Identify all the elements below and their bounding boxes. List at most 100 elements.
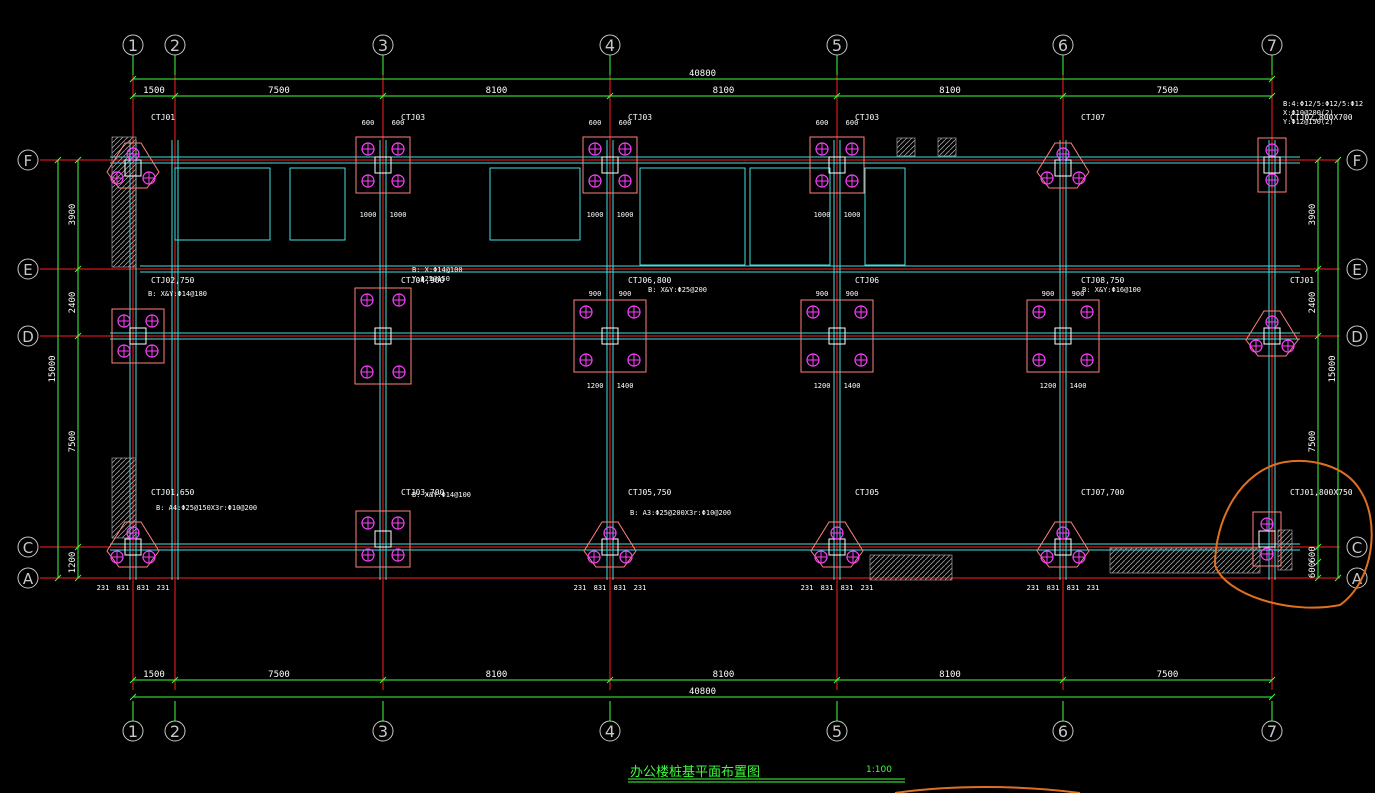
markup-stroke — [894, 786, 1081, 793]
cap-label: CTJ07 — [1081, 113, 1105, 122]
cap-dim-text: 900 — [589, 290, 602, 298]
cap-label: CTJ03,700 — [401, 488, 445, 497]
top-bay-dim-label: 8100 — [713, 86, 735, 96]
right-depth-dim-tick — [1314, 265, 1322, 273]
pile-cap — [800, 299, 874, 373]
cap-dim-text: 831 — [614, 584, 627, 592]
left-depth-dim-tick — [74, 332, 82, 340]
cap-dim-text: 1400 — [1070, 382, 1087, 390]
column-section — [601, 156, 619, 174]
axis-label-5: 5 — [832, 722, 842, 741]
cap-dim-text: 900 — [816, 290, 829, 298]
top-bay-dim-tick — [129, 92, 137, 100]
pile-cap-triangular — [1036, 142, 1090, 189]
right-depth-dim-tick — [1314, 156, 1322, 164]
right-depth-dim-tick — [1314, 558, 1322, 566]
axis-label-7: 7 — [1267, 36, 1277, 55]
axis-label-F: F — [1353, 152, 1362, 170]
cap-dim-text: 231 — [801, 584, 814, 592]
room-outline — [639, 167, 746, 266]
pile-cap-triangular — [810, 521, 864, 568]
cap-dim-text: 831 — [821, 584, 834, 592]
cap-label: CTJ01,800X750 — [1290, 488, 1353, 497]
axis-label-5: 5 — [832, 36, 842, 55]
right-depth-dim-label: 7500 — [1308, 431, 1318, 453]
bottom-bay-dim-tick — [606, 676, 614, 684]
axis-label-D: D — [22, 328, 34, 346]
cap-dim-text: 831 — [1067, 584, 1080, 592]
column-section — [1258, 530, 1276, 548]
cap-dim-text: 1000 — [360, 211, 377, 219]
reinforcement-note: B: X&Y:Φ16@100 — [1082, 286, 1141, 294]
left-total-dim-tick — [54, 156, 62, 164]
top-bay-dim-tick — [833, 92, 841, 100]
reinforcement-note: Y:Φ25@150 — [412, 275, 450, 283]
axis-bubble-F — [17, 149, 39, 171]
top-bay-dim-label: 7500 — [1157, 86, 1179, 96]
cap-label: CTJ07,700 — [1081, 488, 1125, 497]
axis-label-C: C — [1352, 539, 1362, 557]
top-bay-dim-label: 8100 — [486, 86, 508, 96]
axis-label-A: A — [1352, 570, 1363, 588]
reinforcement-note: B: X&Y:Φ14@180 — [148, 290, 207, 298]
column-section — [374, 327, 392, 345]
axis-label-E: E — [23, 261, 32, 279]
axis-bubble-C — [1346, 536, 1368, 558]
left-depth-dim-tick — [74, 574, 82, 582]
cap-label: CTJ03 — [855, 113, 879, 122]
column-section — [1054, 327, 1072, 345]
bottom-bay-dim-label: 8100 — [713, 670, 735, 680]
left-total-dim-label: 15000 — [48, 355, 58, 382]
cap-dim-text: 600 — [846, 119, 859, 127]
axis-label-E: E — [1352, 261, 1361, 279]
cap-dim-text: 831 — [841, 584, 854, 592]
bottom-bay-dim-label: 7500 — [268, 670, 290, 680]
cap-dim-text: 600 — [362, 119, 375, 127]
top-bay-dim-tick — [1059, 92, 1067, 100]
right-depth-dim-label: 600 — [1308, 562, 1318, 578]
cap-dim-text: 1400 — [617, 382, 634, 390]
bottom-bay-dim-tick — [379, 676, 387, 684]
axis-label-6: 6 — [1058, 722, 1068, 741]
reinforcement-note: Y:Φ12@150(2) — [1283, 118, 1334, 126]
cap-dim-text: 831 — [1047, 584, 1060, 592]
pile-cap — [355, 510, 411, 568]
column-section — [828, 327, 846, 345]
axis-label-1: 1 — [128, 36, 138, 55]
top-bay-dim-tick — [171, 92, 179, 100]
left-depth-dim-tick — [74, 265, 82, 273]
right-total-dim-label: 15000 — [1328, 355, 1338, 382]
cap-label: CTJ03 — [628, 113, 652, 122]
reinforcement-note: B: A4:Φ25@150X3r:Φ10@200 — [156, 504, 257, 512]
markup-circle — [1213, 459, 1373, 609]
cap-dim-text: 1000 — [814, 211, 831, 219]
hatched-wall — [111, 136, 137, 268]
bottom-bay-dim-tick — [833, 676, 841, 684]
room-outline — [489, 167, 581, 241]
cap-label: CTJ03 — [401, 113, 425, 122]
cap-label: CTJ06,800 — [628, 276, 672, 285]
cap-dim-text: 1000 — [617, 211, 634, 219]
cap-dim-text: 1000 — [390, 211, 407, 219]
cap-dim-text: 231 — [861, 584, 874, 592]
room-outline — [749, 167, 831, 266]
cap-label: CTJ02,800X700 — [1290, 113, 1353, 122]
bottom-total-dim-tick — [129, 693, 137, 701]
axis-label-D: D — [1351, 328, 1363, 346]
cap-dim-text: 831 — [117, 584, 130, 592]
cap-dim-text: 1200 — [587, 382, 604, 390]
cap-dim-text: 231 — [157, 584, 170, 592]
cap-dim-text: 1000 — [844, 211, 861, 219]
bottom-bay-dim-label: 8100 — [486, 670, 508, 680]
left-depth-dim-tick — [74, 156, 82, 164]
bottom-bay-dim-tick — [1268, 676, 1276, 684]
cap-label: CTJ01 — [151, 113, 175, 122]
right-depth-dim-label: 600 — [1308, 546, 1318, 562]
cap-label: CTJ05,750 — [628, 488, 672, 497]
cap-label: CTJ04,900 — [401, 276, 445, 285]
left-depth-dim-label: 3900 — [68, 204, 78, 226]
hatched-wall — [937, 137, 957, 157]
reinforcement-note: B:4:Φ12/5:Φ12/5:Φ12 — [1283, 100, 1363, 108]
